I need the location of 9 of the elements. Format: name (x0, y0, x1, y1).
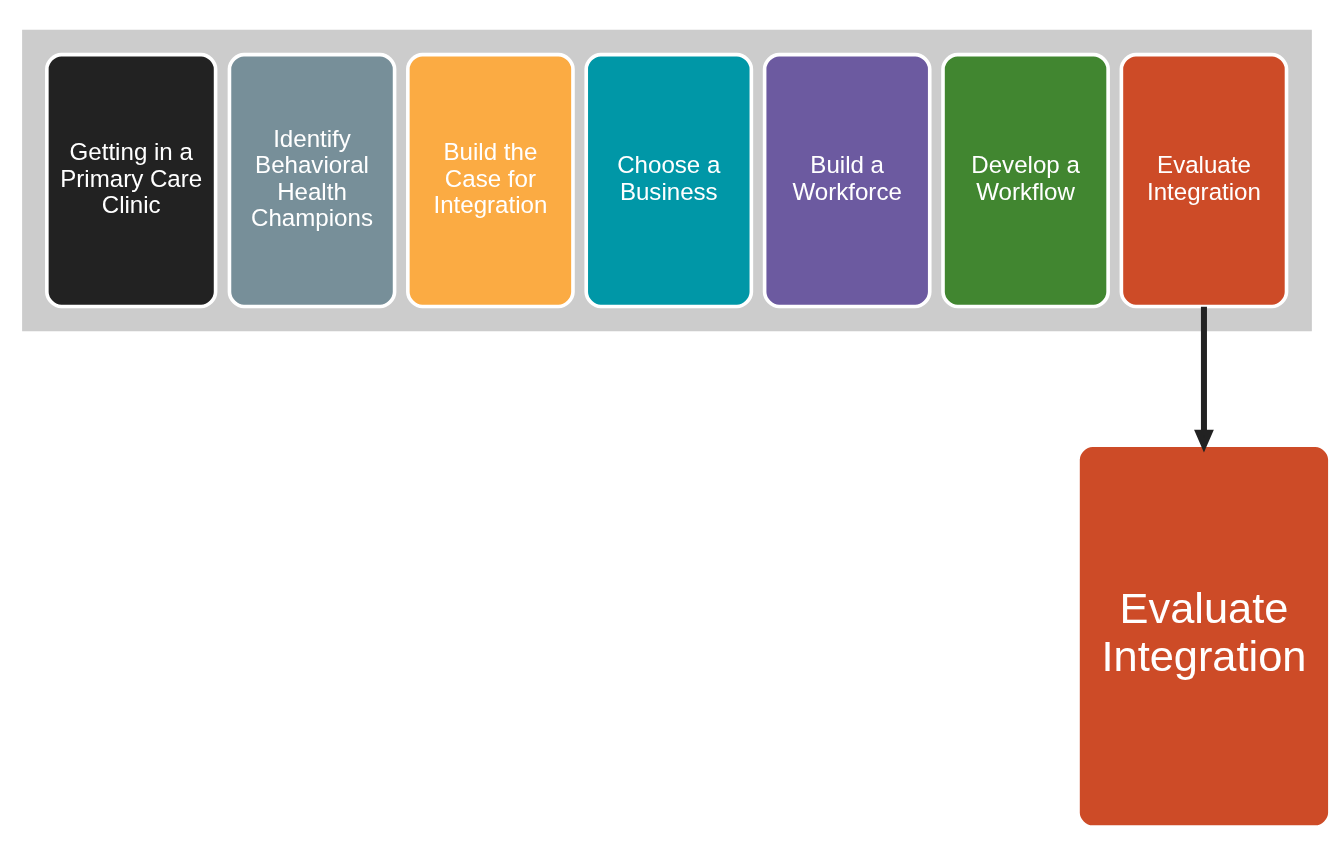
node-box: Identify Behavioral Health Champions (227, 52, 397, 309)
node-box: Getting in a Primary Care Clinic (45, 52, 218, 309)
node-box: Evaluate Integration (1119, 52, 1289, 309)
node-box: Build a Workforce (762, 52, 932, 309)
node-box: Choose a Business (584, 52, 754, 309)
arrow (1194, 306, 1214, 453)
cluster (22, 29, 1312, 332)
node-box: Develop a Workflow (941, 52, 1110, 309)
node-box: Build the Case for Integration (406, 52, 575, 309)
